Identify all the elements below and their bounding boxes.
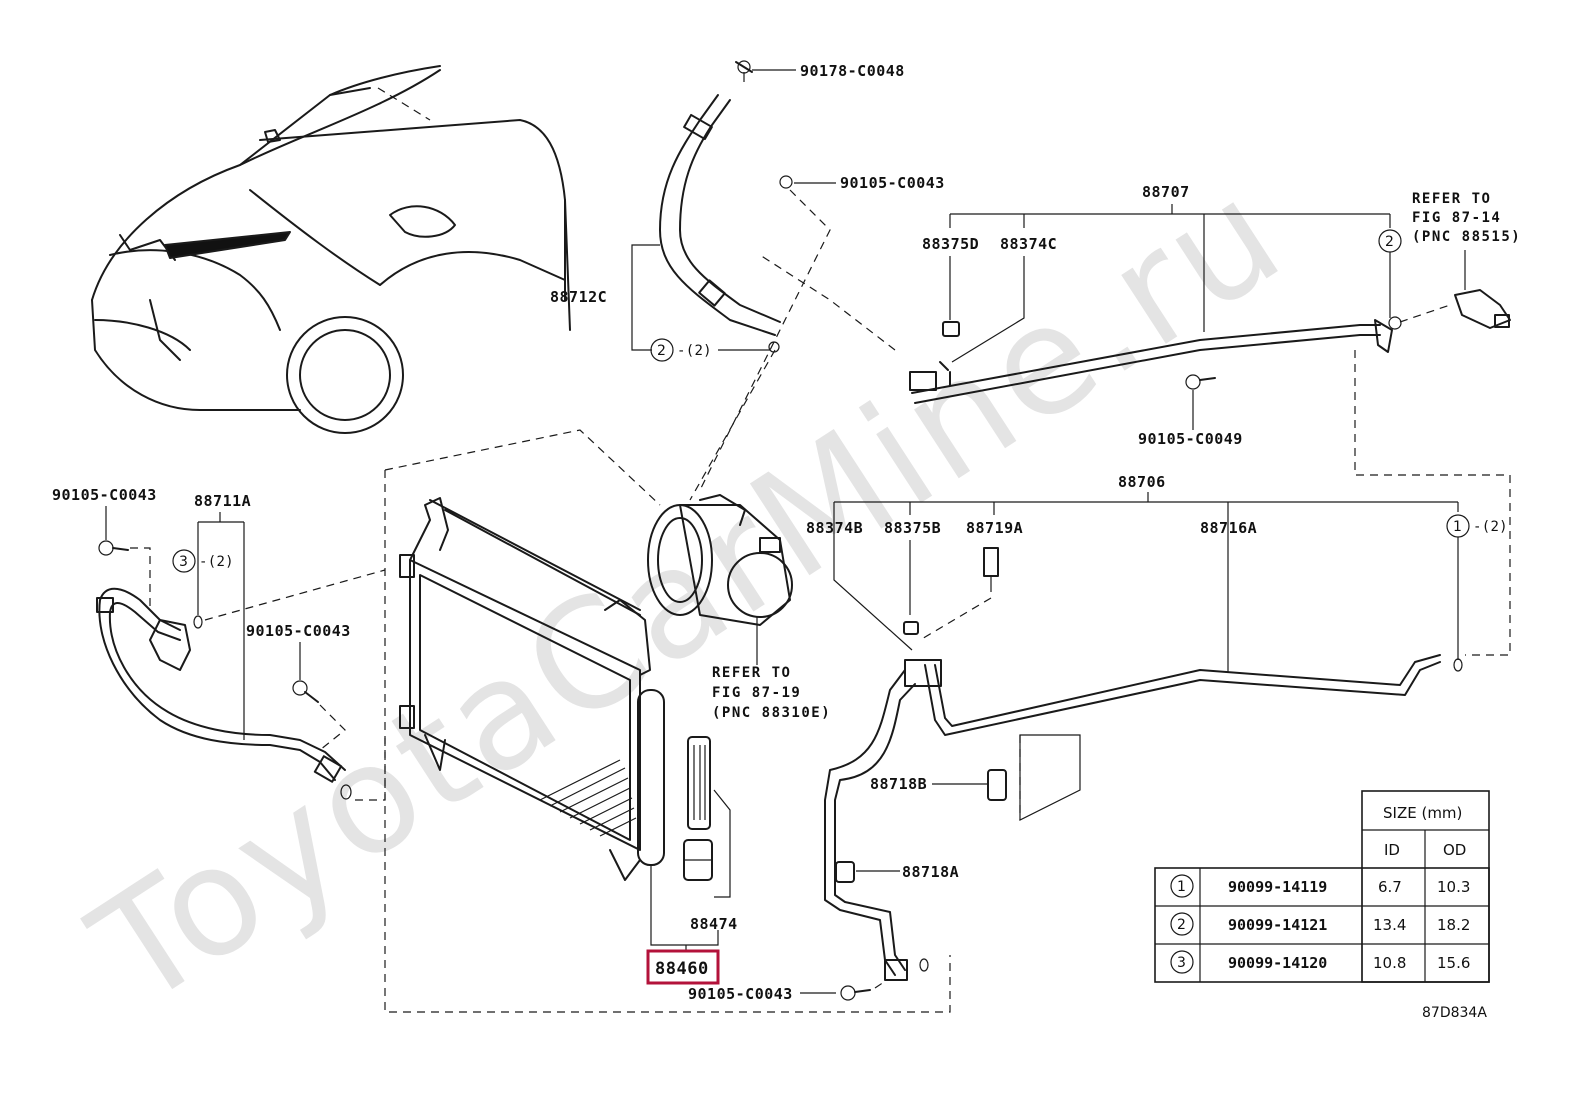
liquid-pipe-88706 [824, 547, 1441, 981]
suction-hose-88711a [96, 587, 352, 800]
size-row-ref: 3 [1177, 955, 1186, 971]
label-bolt-upper: 90105-C0043 [840, 174, 945, 192]
size-row-ref: 1 [1177, 879, 1186, 895]
label-88460-highlighted[interactable]: 88460 [655, 959, 709, 979]
discharge-hose-88712c [659, 60, 836, 353]
expansion-valve-connector [1454, 289, 1511, 329]
label-88374b: 88374B [806, 519, 863, 537]
label-bolt-bottom: 90105-C0043 [688, 985, 793, 1003]
label-88718a: 88718A [902, 863, 959, 881]
refer-to-fig-87-19-l2: FIG 87-19 [712, 685, 801, 701]
label-pipe-88706: 88706 [1118, 473, 1166, 491]
label-hose-88711a: 88711A [194, 492, 251, 510]
size-row-id: 6.7 [1378, 878, 1402, 896]
refer-to-fig-87-14-l1: REFER TO [1412, 191, 1491, 207]
oring-ref-3: 3 [179, 554, 188, 570]
label-pipe-88707: 88707 [1142, 183, 1190, 201]
oring-ref-1: 1 [1453, 519, 1462, 535]
highlight-box-88460 [646, 949, 720, 985]
condenser-fins [539, 759, 637, 837]
oring-ref-2a: 2 [657, 343, 666, 359]
refer-to-fig-87-14-l2: FIG 87-14 [1412, 210, 1501, 226]
figure-code: 87D834A [1422, 1005, 1487, 1021]
refer-to-fig-87-19-l3: (PNC 88310E) [712, 705, 831, 721]
label-88375b: 88375B [884, 519, 941, 537]
desiccant-filter [683, 736, 731, 898]
watermark-text: ToyotaCarMine.ru [64, 146, 1312, 1041]
oring-qty-1: -(2) [1473, 519, 1508, 535]
oring-qty-2a: -(2) [677, 343, 712, 359]
size-row-part: 90099-14120 [1228, 954, 1327, 972]
size-row-id: 13.4 [1373, 916, 1406, 934]
label-88718b: 88718B [870, 775, 927, 793]
oring-qty-3: -(2) [199, 554, 234, 570]
size-row-part: 90099-14121 [1228, 916, 1327, 934]
suction-pipe-88707 [909, 316, 1402, 404]
label-88474: 88474 [690, 915, 738, 933]
label-88716a: 88716A [1200, 519, 1257, 537]
size-row-ref: 2 [1177, 917, 1186, 933]
oring-size-table: SIZE (mm) ID OD 1 90099-14119 6.7 10.3 2… [1154, 790, 1490, 983]
label-hose-88712c: 88712C [550, 288, 607, 306]
size-row-id: 10.8 [1373, 954, 1406, 972]
label-88719a: 88719A [966, 519, 1023, 537]
oring-ref-2b: 2 [1385, 234, 1394, 250]
size-row-od: 10.3 [1437, 878, 1470, 896]
oring-callout-2-b: 2 [1378, 229, 1402, 318]
vehicle-location-illustration [91, 65, 571, 434]
oring-callout-1: 1 -(2) [1446, 514, 1508, 672]
label-bolt-left-mid: 90105-C0043 [246, 622, 351, 640]
size-table-col-od: OD [1443, 841, 1466, 859]
oring-callout-3: 3 -(2) [172, 549, 234, 573]
compressor-illustration [647, 494, 793, 665]
size-table-col-id: ID [1384, 841, 1400, 859]
oring-callout-2-a: 2 -(2) [650, 338, 770, 362]
size-table-header: SIZE (mm) [1383, 804, 1462, 822]
refer-to-fig-87-19-l1: REFER TO [712, 665, 791, 681]
label-88374c: 88374C [1000, 235, 1057, 253]
label-bolt-top: 90178-C0048 [800, 62, 905, 80]
label-bolt-mid-right: 90105-C0049 [1138, 430, 1243, 448]
label-bolt-left-top: 90105-C0043 [52, 486, 157, 504]
refer-to-fig-87-14-l3: (PNC 88515) [1412, 229, 1521, 245]
label-88375d: 88375D [922, 235, 979, 253]
size-row-od: 15.6 [1437, 954, 1470, 972]
size-row-part: 90099-14119 [1228, 878, 1327, 896]
size-row-od: 18.2 [1437, 916, 1470, 934]
